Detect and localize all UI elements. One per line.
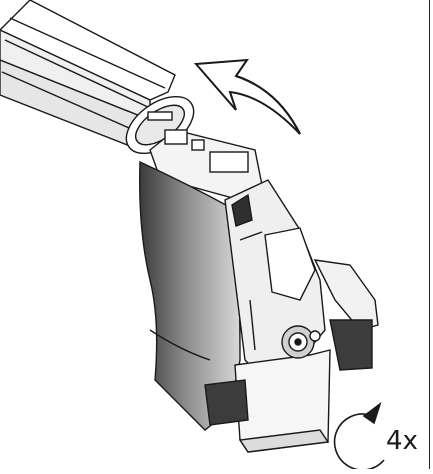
rotation-circle-arrow-icon xyxy=(333,401,385,471)
rotation-count-label: 4x xyxy=(386,426,418,456)
rotate-arrow-icon xyxy=(193,58,301,135)
frame-border xyxy=(428,0,430,469)
crossbar xyxy=(0,0,195,154)
foot-body xyxy=(139,129,379,453)
